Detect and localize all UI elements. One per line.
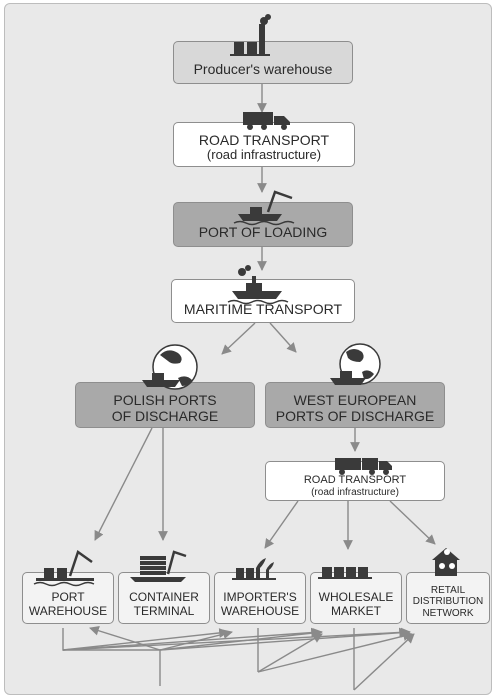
retail-label-3: NETWORK <box>422 607 474 619</box>
road-transport-box: ROAD TRANSPORT (road infrastructure) <box>173 122 355 167</box>
container-terminal-label-1: CONTAINER <box>129 590 199 605</box>
producer-warehouse-box: Producer's warehouse <box>173 41 353 84</box>
maritime-transport-box: MARITIME TRANSPORT <box>171 279 355 323</box>
polish-ports-label-2: OF DISCHARGE <box>111 408 219 424</box>
port-of-loading-box: PORT OF LOADING <box>173 202 353 247</box>
retail-label-2: DISTRIBUTION <box>412 596 484 608</box>
west-european-ports-label-1: WEST EUROPEAN <box>293 391 417 408</box>
retail-label-1: RETAIL <box>430 584 466 596</box>
port-of-loading-label: PORT OF LOADING <box>198 224 328 241</box>
wholesale-market-label-1: WHOLESALE <box>318 590 394 605</box>
road-transport-2-sublabel: (road infrastructure) <box>311 486 399 498</box>
port-warehouse-box: PORT WAREHOUSE <box>22 572 114 624</box>
port-warehouse-label-2: WAREHOUSE <box>28 604 108 618</box>
retail-distribution-network-box: RETAIL DISTRIBUTION NETWORK <box>406 572 490 624</box>
polish-ports-label-1: POLISH PORTS <box>113 391 217 408</box>
importers-warehouse-label-2: WAREHOUSE <box>220 604 300 618</box>
road-transport-label: ROAD TRANSPORT <box>198 131 330 148</box>
port-warehouse-label-1: PORT <box>51 590 85 605</box>
container-terminal-box: CONTAINER TERMINAL <box>118 572 210 624</box>
maritime-transport-label: MARITIME TRANSPORT <box>183 300 343 317</box>
importers-warehouse-box: IMPORTER'S WAREHOUSE <box>214 572 306 624</box>
diagram-canvas: Producer's warehouse ROAD TRANSPORT (roa… <box>4 3 492 695</box>
road-transport-2-box: ROAD TRANSPORT (road infrastructure) <box>265 461 445 501</box>
road-transport-2-label: ROAD TRANSPORT <box>303 473 407 486</box>
importers-warehouse-label-1: IMPORTER'S <box>223 590 297 605</box>
road-transport-sublabel: (road infrastructure) <box>206 147 322 163</box>
west-european-ports-box: WEST EUROPEAN PORTS OF DISCHARGE <box>265 382 445 428</box>
wholesale-market-box: WHOLESALE MARKET <box>310 572 402 624</box>
west-european-ports-label-2: PORTS OF DISCHARGE <box>275 408 435 424</box>
container-terminal-label-2: TERMINAL <box>133 604 195 618</box>
wholesale-market-label-2: MARKET <box>330 604 381 618</box>
producer-warehouse-label: Producer's warehouse <box>193 61 333 78</box>
polish-ports-box: POLISH PORTS OF DISCHARGE <box>75 382 255 428</box>
